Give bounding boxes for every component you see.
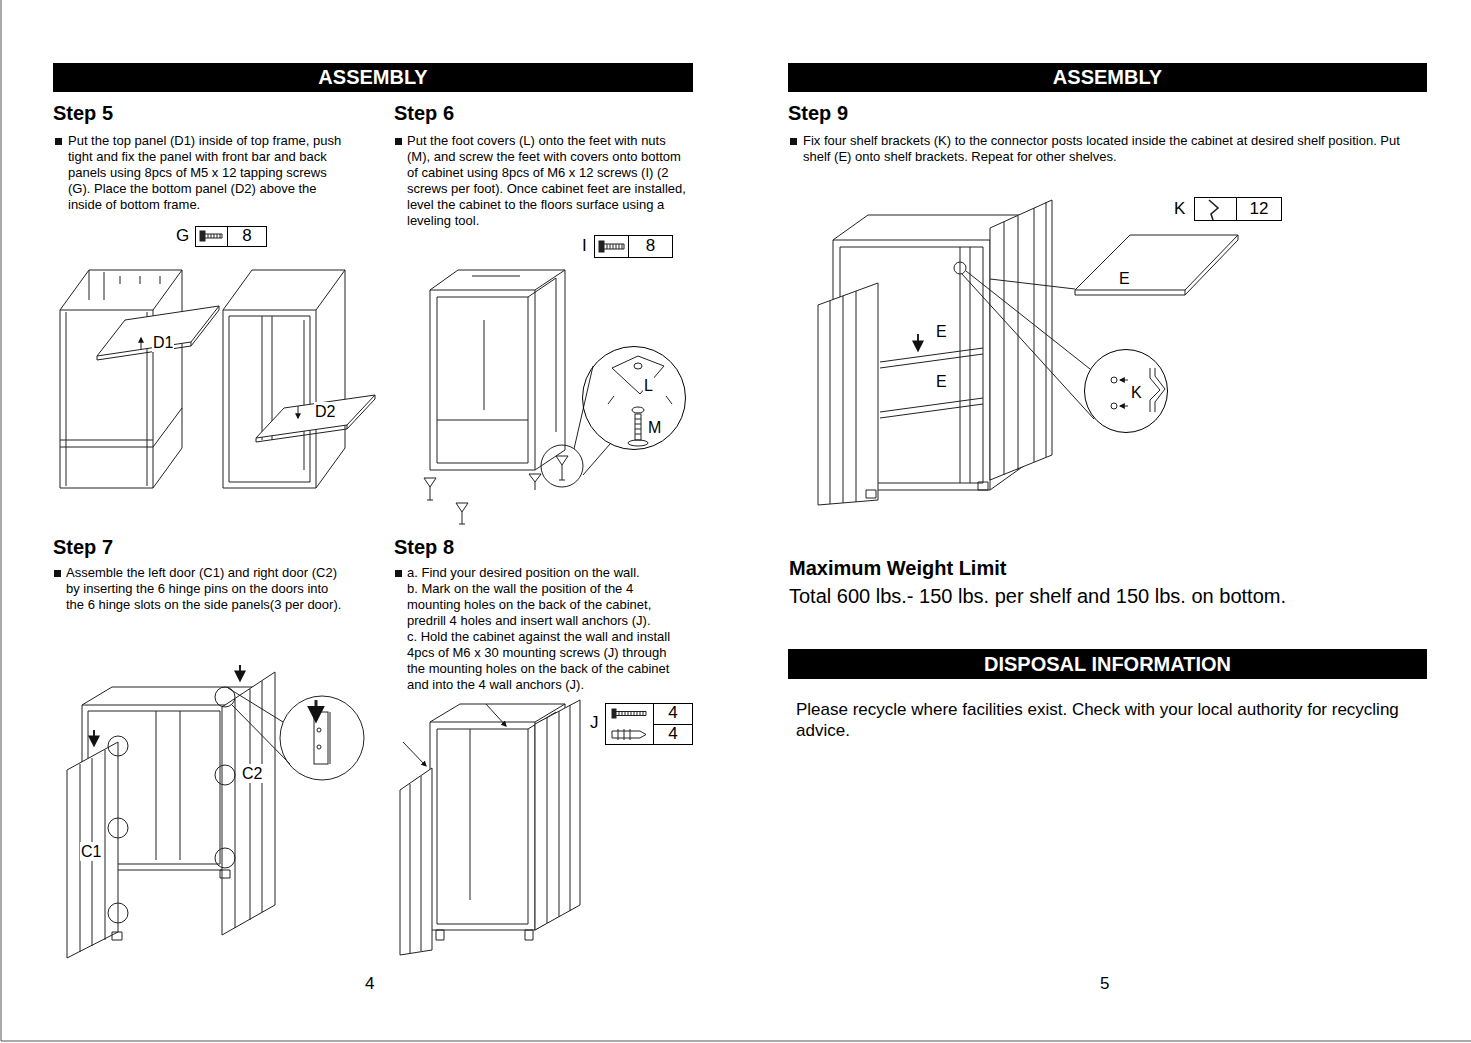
step-title: Step 6 bbox=[394, 101, 454, 125]
part-label: K bbox=[1130, 383, 1143, 402]
quantity: 4 bbox=[653, 703, 693, 723]
page-number: 5 bbox=[1100, 974, 1109, 994]
detail-callout-circle: K bbox=[1084, 349, 1168, 433]
section-heading: ASSEMBLY bbox=[788, 63, 1427, 92]
section-band: ASSEMBLY bbox=[788, 63, 1427, 92]
instruction-text: Put the top panel (D1) inside of top fra… bbox=[68, 133, 350, 213]
hardware-count-box: G8 bbox=[195, 226, 267, 247]
box-divider bbox=[227, 227, 228, 246]
step-title: Step 8 bbox=[394, 535, 454, 559]
part-label: D2 bbox=[314, 402, 336, 421]
disposal-text: Please recycle where facilities exist. C… bbox=[796, 699, 1421, 741]
detail-callout-circle: LM bbox=[582, 346, 686, 450]
hardware-count-box: K12 bbox=[1194, 197, 1282, 221]
part-label: C2 bbox=[241, 764, 263, 783]
section-heading: ASSEMBLY bbox=[53, 63, 693, 92]
part-letter: I bbox=[582, 235, 587, 257]
step-title: Step 7 bbox=[53, 535, 113, 559]
part-label: E bbox=[1118, 269, 1131, 288]
instruction-text: Put the foot covers (L) onto the feet wi… bbox=[407, 133, 687, 229]
quantity: 8 bbox=[227, 226, 267, 246]
hardware-count-box: I8 bbox=[594, 235, 673, 258]
instruction-text: Assemble the left door (C1) and right do… bbox=[66, 565, 350, 613]
hardware-count-box: J44 bbox=[605, 703, 693, 745]
part-label: E bbox=[935, 322, 948, 341]
step-title: Step 5 bbox=[53, 101, 113, 125]
instruction-text: a. Find your desired position on the wal… bbox=[407, 565, 687, 581]
instruction-text: Fix four shelf brackets (K) to the conne… bbox=[803, 133, 1421, 165]
section-heading: DISPOSAL INFORMATION bbox=[788, 649, 1427, 679]
instruction-text: c. Hold the cabinet against the wall and… bbox=[407, 629, 687, 693]
box-divider bbox=[628, 236, 629, 257]
weight-limit-heading: Maximum Weight Limit bbox=[789, 556, 1006, 580]
part-letter: K bbox=[1174, 197, 1185, 220]
weight-limit-text: Total 600 lbs.- 150 lbs. per shelf and 1… bbox=[789, 584, 1286, 608]
part-letter: G bbox=[176, 226, 189, 246]
quantity: 12 bbox=[1236, 197, 1282, 220]
quantity: 8 bbox=[628, 235, 673, 257]
disposal-band: DISPOSAL INFORMATION bbox=[788, 649, 1427, 679]
part-label: M bbox=[647, 418, 662, 437]
part-label: C1 bbox=[80, 842, 102, 861]
part-label: L bbox=[643, 376, 654, 395]
part-label: E bbox=[935, 372, 948, 391]
section-band: ASSEMBLY bbox=[53, 63, 693, 92]
page-number: 4 bbox=[365, 974, 374, 994]
part-label: D1 bbox=[152, 333, 174, 352]
step-title: Step 9 bbox=[788, 101, 848, 125]
box-divider bbox=[1236, 198, 1237, 220]
quantity: 4 bbox=[653, 724, 693, 744]
part-letter: J bbox=[590, 713, 599, 733]
instruction-text: b. Mark on the wall the position of the … bbox=[407, 581, 687, 629]
